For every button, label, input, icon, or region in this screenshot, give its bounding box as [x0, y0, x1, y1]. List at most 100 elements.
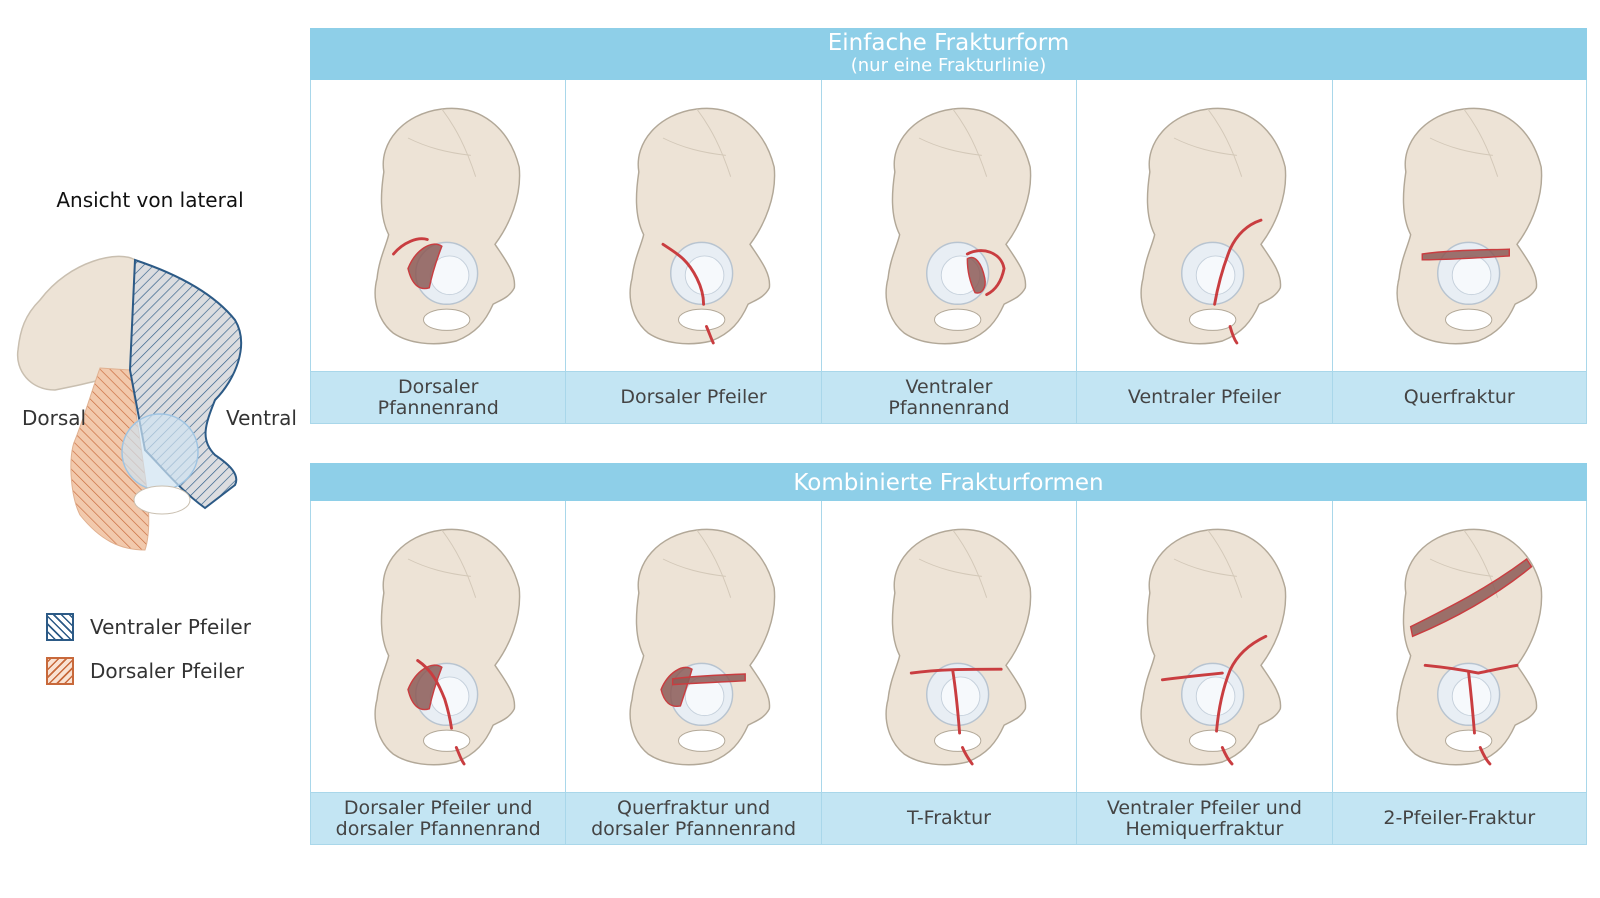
obturator-foramen — [678, 308, 726, 331]
obturator-foramen — [1189, 308, 1237, 331]
hip-bone-shape — [1140, 107, 1287, 345]
combined-fractures-header: Kombinierte Frakturformen — [310, 463, 1587, 501]
acetabular-fossa — [940, 676, 981, 717]
label-both-column: 2-Pfeiler-Fraktur — [1331, 793, 1587, 845]
diagram-ac-hemi — [1076, 501, 1332, 793]
dorsal-column-zone — [70, 367, 150, 551]
hip-bone-illustration — [885, 107, 1032, 345]
fracture-line — [454, 746, 466, 766]
hip-bone-illustration — [1395, 528, 1542, 766]
bone-ridge — [407, 108, 477, 177]
label-ac-hemi: Ventraler Pfeiler und Hemiquerfraktur — [1076, 793, 1332, 845]
diagram-t-type — [820, 501, 1077, 793]
bone-ridge — [663, 529, 732, 598]
fracture-line — [1466, 671, 1476, 735]
diagram-pc-pw — [310, 501, 566, 793]
hip-bone-shape — [629, 528, 776, 766]
combined-image-row — [310, 501, 1587, 793]
hip-bone-shape — [885, 528, 1032, 766]
obturator-foramen — [933, 308, 982, 331]
bone-ridge — [407, 529, 477, 598]
hip-bone-illustration — [629, 107, 776, 345]
fracture-line — [1215, 634, 1268, 733]
fracture-line — [1228, 325, 1239, 345]
acetabular-fossa — [1195, 676, 1236, 717]
hip-bone-illustration — [374, 107, 521, 345]
fracture-fragment — [966, 256, 986, 294]
hip-bone-shape — [1140, 528, 1287, 766]
fracture-line — [1221, 746, 1234, 766]
acetabular-fossa — [1195, 255, 1236, 296]
simple-label-row: Dorsaler Pfannenrand Dorsaler Pfeiler Ve… — [310, 372, 1587, 424]
diagram-posterior-column — [565, 80, 821, 372]
obturator-foramen — [678, 729, 726, 752]
lateral-view-title: Ansicht von lateral — [56, 188, 244, 212]
obturator-foramen — [1444, 729, 1492, 752]
bone-ridge — [1173, 529, 1243, 598]
obturator-foramen — [422, 729, 471, 752]
hip-bone-illustration — [1140, 528, 1287, 766]
diagram-posterior-wall — [310, 80, 566, 372]
simple-fractures-header: Einfache Frakturform (nur eine Frakturli… — [310, 28, 1587, 80]
bone-ridge — [663, 108, 732, 177]
hip-bone-shape — [374, 528, 521, 766]
fracture-line — [705, 325, 716, 345]
fracture-line — [960, 746, 974, 766]
bone-ridge — [1429, 108, 1498, 177]
diagram-tr-pw — [565, 501, 821, 793]
ventral-label: Ventral — [226, 406, 297, 430]
reference-hip-bone — [16, 255, 243, 551]
diagram-anterior-wall — [820, 80, 1077, 372]
fracture-fragment — [407, 243, 443, 290]
hip-bone-shape — [1395, 528, 1542, 766]
legend-label-dorsal: Dorsaler Pfeiler — [90, 659, 245, 683]
fracture-fragment — [672, 673, 747, 686]
simple-fractures-title: Einfache Frakturform — [827, 30, 1070, 56]
simple-fractures-section: Einfache Frakturform (nur eine Frakturli… — [310, 28, 1587, 424]
fracture-line — [1478, 746, 1491, 766]
fracture-fragment — [1409, 557, 1533, 638]
obturator-foramen — [1444, 308, 1492, 331]
acetabular-fossa — [1451, 255, 1491, 296]
bone-ridge — [918, 529, 987, 598]
combined-fractures-section: Kombinierte Frakturformen Dorsaler Pfeil… — [310, 463, 1587, 845]
combined-label-row: Dorsaler Pfeiler und dorsaler Pfannenran… — [310, 793, 1587, 845]
combined-fractures-title: Kombinierte Frakturformen — [793, 470, 1104, 496]
hip-bone-illustration — [885, 528, 1032, 766]
fracture-line — [965, 249, 1006, 297]
ventral-hatch-swatch — [46, 613, 74, 641]
acetabulum — [121, 413, 199, 491]
diagram-both-column — [1331, 501, 1587, 793]
hip-bone-illustration — [629, 528, 776, 766]
hip-bone-illustration — [374, 528, 521, 766]
obturator-foramen — [133, 485, 191, 515]
obturator-foramen — [422, 308, 471, 331]
hip-bone-illustration — [1140, 107, 1287, 345]
bone-ridge — [1173, 108, 1243, 177]
fracture-line — [1161, 671, 1224, 682]
fracture-line — [392, 237, 429, 256]
legend-item-ventral: Ventraler Pfeiler — [46, 605, 251, 649]
fracture-line — [661, 242, 706, 306]
fracture-line — [1213, 218, 1263, 306]
acetabular-fossa — [685, 255, 725, 296]
hip-bone-shape — [629, 107, 776, 345]
dorsal-label: Dorsal — [22, 406, 87, 430]
lateral-view-panel: Ansicht von lateral Dorsal Ventral Ventr… — [0, 0, 310, 898]
label-t-type: T-Fraktur — [820, 793, 1077, 845]
label-posterior-column: Dorsaler Pfeiler — [565, 372, 821, 424]
label-posterior-wall: Dorsaler Pfannenrand — [310, 372, 566, 424]
hip-bone-shape — [374, 107, 521, 345]
hip-bone-shape — [1395, 107, 1542, 345]
label-transverse: Querfraktur — [1331, 372, 1587, 424]
label-anterior-column: Ventraler Pfeiler — [1076, 372, 1332, 424]
simple-fractures-subtitle: (nur eine Frakturlinie) — [850, 55, 1047, 76]
diagram-anterior-column — [1076, 80, 1332, 372]
hip-bone-illustration — [1395, 107, 1542, 345]
hip-bone-shape — [885, 107, 1032, 345]
fracture-line — [909, 667, 1003, 675]
label-anterior-wall: Ventraler Pfannenrand — [820, 372, 1077, 424]
legend-label-ventral: Ventraler Pfeiler — [90, 615, 251, 639]
fracture-line — [951, 669, 961, 735]
obturator-foramen — [1189, 729, 1237, 752]
